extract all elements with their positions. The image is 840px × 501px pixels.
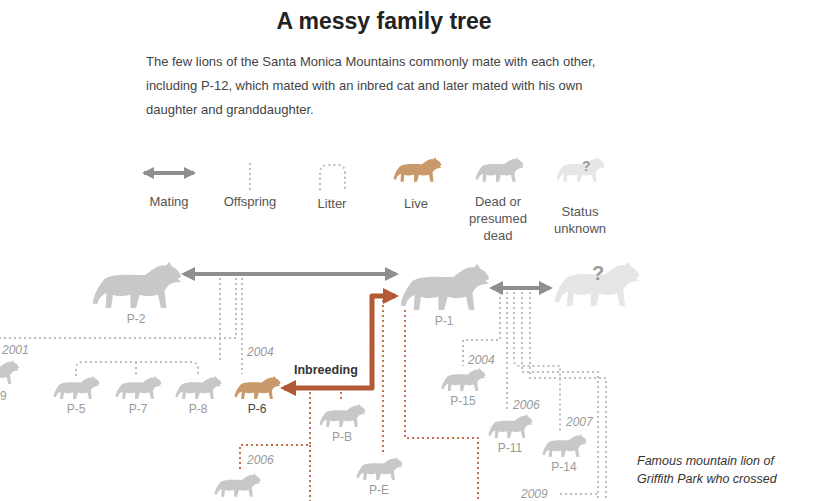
year-label: 2001 — [2, 343, 29, 357]
live-sample — [394, 157, 442, 182]
year-label: 9 — [0, 389, 7, 403]
year-label: 2004 — [468, 353, 495, 367]
lion-name: P-15 — [450, 394, 475, 408]
lion-icon — [0, 360, 19, 384]
lion-node: P-14 — [541, 432, 587, 474]
mating-arrow — [184, 272, 396, 276]
lion-node: P-1 — [398, 260, 490, 328]
lion-icon — [52, 374, 100, 400]
lion-node: P-B — [318, 402, 366, 444]
status-mark: ? — [582, 158, 591, 174]
lion-icon — [174, 374, 222, 400]
lion-name: P-14 — [551, 460, 576, 474]
legend-text: Status unknown — [535, 203, 625, 237]
lion-name: P-7 — [129, 402, 148, 416]
offspring-lines — [0, 278, 606, 501]
legend-text: Live — [371, 195, 461, 212]
legend-text: Mating — [124, 193, 214, 210]
inbreeding-arrow — [284, 296, 395, 388]
lion-icon — [487, 412, 533, 439]
dead-sample — [476, 157, 524, 182]
lion-node: P-6 — [233, 374, 281, 416]
legend-text: Litter — [287, 195, 377, 212]
litter-sample — [320, 165, 345, 190]
lion-node: P-2 — [90, 258, 182, 326]
lion-node: P-11 — [487, 412, 533, 455]
lion-node: ? — [552, 258, 640, 308]
lion-icon — [114, 374, 162, 400]
year-label: 2007 — [566, 415, 593, 429]
lion-name: P-2 — [127, 312, 146, 326]
legend-text: Dead or presumed dead — [453, 193, 543, 244]
inbred-offspring-lines — [240, 300, 478, 501]
lion-node: P-7 — [114, 374, 162, 416]
title: A messy family tree — [0, 8, 768, 35]
lion-name: P-11 — [498, 441, 522, 455]
lion-icon — [318, 402, 366, 428]
status-mark: ? — [552, 262, 644, 285]
lion-icon — [440, 366, 486, 392]
note: Famous mountain lion of Griffith Park wh… — [637, 452, 777, 488]
year-label: 2006 — [247, 453, 274, 467]
lion-name: P-8 — [189, 402, 208, 416]
year-label: 2006 — [513, 398, 540, 412]
caption: The few lions of the Santa Monica Mounta… — [146, 50, 632, 122]
year-label: 2004 — [247, 345, 274, 359]
lion-icon — [233, 374, 281, 400]
lion-name: P-1 — [435, 314, 454, 328]
offspring-sample — [249, 163, 251, 190]
lion-name: P-E — [369, 483, 389, 497]
lion-name: P-5 — [67, 402, 86, 416]
legend-text: Offspring — [205, 193, 295, 210]
lion-node: P-5 — [52, 374, 100, 416]
lion-name: P-B — [332, 430, 352, 444]
lion-icon — [541, 432, 587, 458]
unknown-sample — [557, 157, 605, 182]
year-label: 2009 — [521, 487, 548, 501]
lion-node: P-E — [355, 455, 403, 497]
mating-arrow — [492, 286, 550, 290]
lion-icon — [398, 260, 490, 312]
lion-node: P-8 — [174, 374, 222, 416]
lion-icon — [214, 473, 260, 497]
lion-name: P-6 — [248, 402, 267, 416]
lion-icon — [90, 258, 182, 310]
mating-sample — [144, 171, 194, 175]
lion-node: P-15 — [440, 366, 486, 408]
edge-label: Inbreeding — [292, 363, 360, 377]
lion-icon — [355, 455, 403, 481]
